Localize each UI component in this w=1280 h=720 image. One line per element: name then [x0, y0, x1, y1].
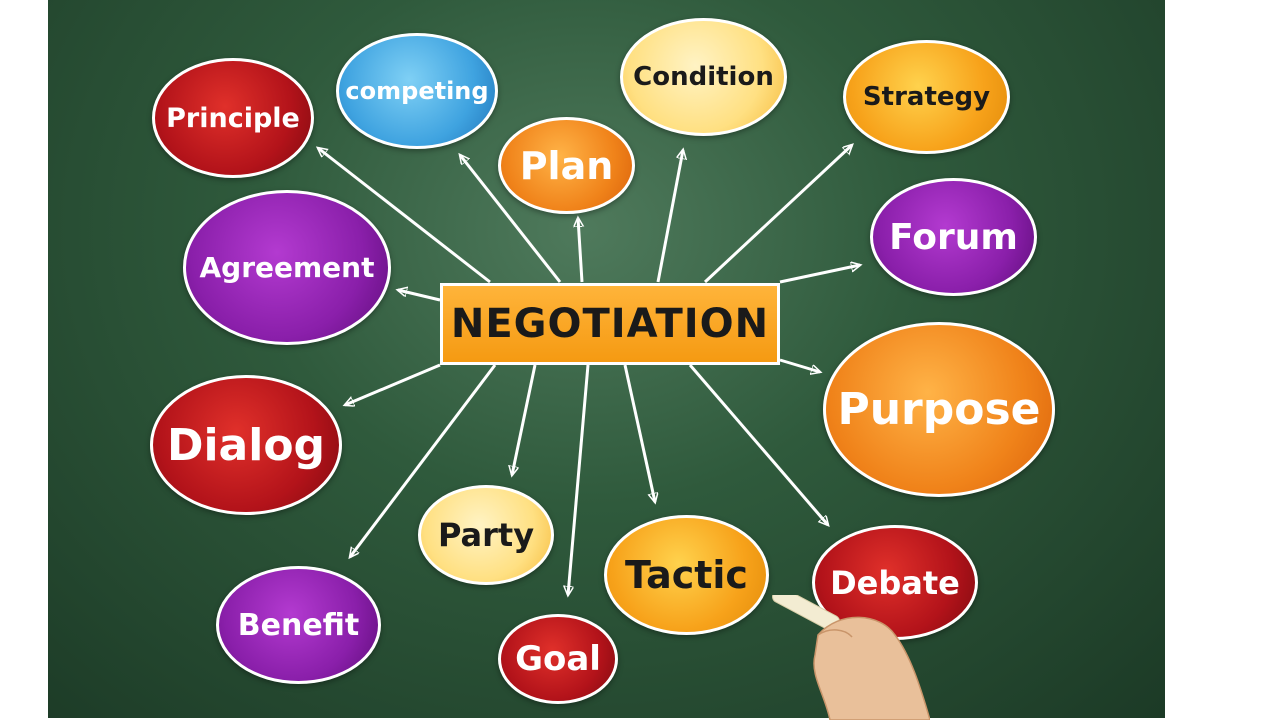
hand-with-chalk [772, 595, 930, 720]
node-goal-label: Goal [515, 639, 601, 679]
node-principle-label: Principle [166, 102, 300, 134]
node-forum-label: Forum [889, 216, 1018, 258]
center-node: NEGOTIATION [440, 283, 780, 365]
node-tactic: Tactic [604, 515, 769, 635]
arrow-strategy [703, 145, 852, 284]
arrow-benefit [350, 364, 497, 557]
node-strategy-label: Strategy [862, 82, 991, 112]
center-node-label: NEGOTIATION [450, 301, 770, 347]
arrow-dialog [345, 363, 441, 405]
arrow-condition [656, 150, 683, 283]
arrow-principle [318, 148, 491, 284]
node-goal: Goal [498, 614, 618, 704]
node-forum: Forum [870, 178, 1037, 296]
node-condition-label: Condition [633, 62, 774, 92]
node-benefit-label: Benefit [237, 607, 360, 643]
arrow-forum [779, 265, 860, 284]
node-purpose-label: Purpose [837, 384, 1041, 435]
arrow-purpose [779, 358, 820, 372]
node-competing-label: competing [345, 77, 489, 105]
node-dialog: Dialog [150, 375, 342, 515]
node-tactic-label: Tactic [625, 553, 748, 597]
arrow-agreement [398, 290, 441, 302]
node-strategy: Strategy [843, 40, 1010, 154]
node-debate: Debate [812, 525, 978, 640]
node-agreement: Agreement [183, 190, 391, 345]
node-plan: Plan [498, 117, 635, 214]
node-condition: Condition [620, 18, 787, 136]
node-party: Party [418, 485, 554, 585]
arrow-party [512, 364, 537, 475]
node-competing: competing [336, 33, 498, 149]
hand-shape [813, 616, 930, 720]
arrow-competing [460, 155, 562, 283]
arrow-debate [688, 364, 828, 525]
node-purpose: Purpose [823, 322, 1055, 497]
node-benefit: Benefit [216, 566, 381, 684]
node-principle: Principle [152, 58, 314, 178]
node-plan-label: Plan [519, 143, 614, 188]
node-party-label: Party [437, 516, 535, 554]
node-dialog-label: Dialog [166, 419, 326, 471]
node-debate-label: Debate [830, 563, 960, 602]
arrow-tactic [623, 364, 655, 502]
arrow-goal [568, 364, 590, 595]
arrow-plan [578, 218, 582, 283]
node-agreement-label: Agreement [199, 251, 375, 284]
